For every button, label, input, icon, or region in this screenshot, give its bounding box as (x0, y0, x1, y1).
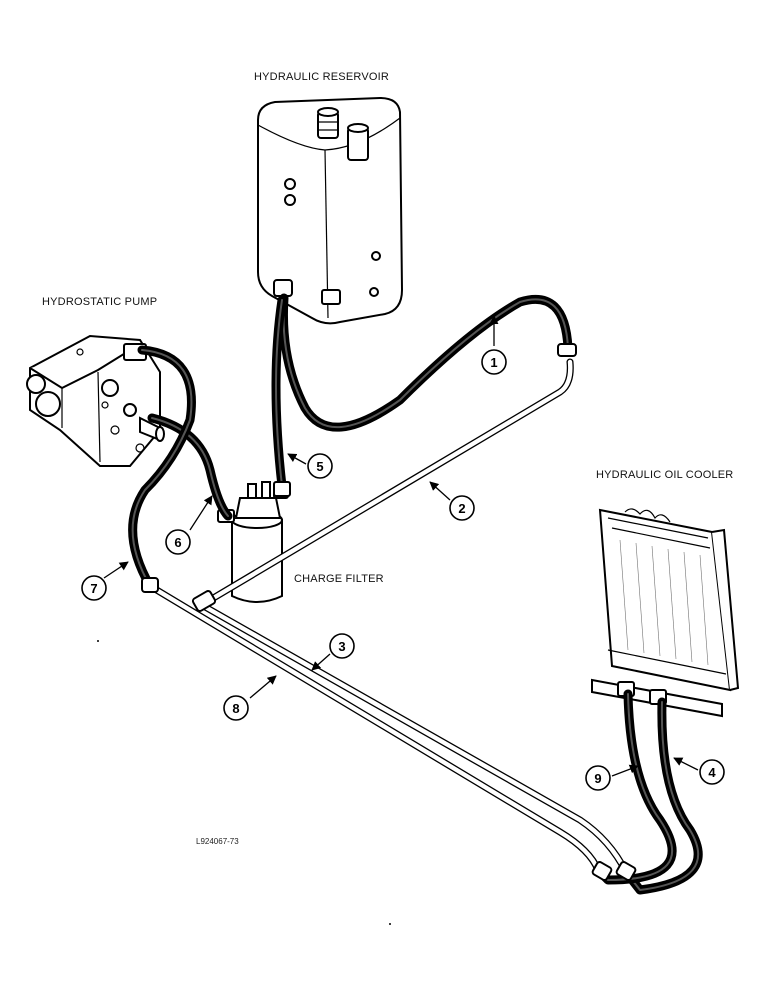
speck (389, 923, 391, 925)
svg-text:8: 8 (232, 701, 239, 716)
hose-7 (128, 345, 196, 591)
svg-text:5: 5 (316, 459, 323, 474)
label-charge-filter: CHARGE FILTER (294, 573, 384, 585)
svg-text:1: 1 (490, 355, 497, 370)
callout-6: 6 (165, 495, 213, 555)
svg-text:2: 2 (458, 501, 465, 516)
hose-9 (593, 689, 677, 885)
hose-1 (279, 293, 573, 432)
speck (97, 640, 99, 642)
fittings (141, 343, 637, 881)
svg-text:9: 9 (594, 771, 601, 786)
charge-filter (217, 481, 289, 603)
label-hydrostatic-pump: HYDROSTATIC PUMP (42, 296, 157, 308)
hydraulic-oil-cooler (591, 508, 740, 718)
tube-8 (146, 582, 602, 874)
reference-code: L924067-73 (196, 837, 239, 846)
label-hydraulic-reservoir: HYDRAULIC RESERVOIR (254, 71, 389, 83)
callout-2: 2 (429, 481, 475, 521)
hose-5 (271, 295, 287, 491)
callout-5: 5 (287, 453, 333, 479)
callout-3: 3 (311, 633, 355, 671)
label-hydraulic-oil-cooler: HYDRAULIC OIL COOLER (596, 469, 733, 481)
hose-6 (147, 413, 233, 521)
callout-9: 9 (585, 764, 639, 791)
callout-7: 7 (81, 561, 129, 601)
callout-1: 1 (481, 315, 507, 375)
svg-text:6: 6 (174, 535, 181, 550)
hydraulic-reservoir (257, 96, 404, 325)
svg-text:4: 4 (708, 765, 716, 780)
hydrostatic-pump (26, 334, 165, 467)
tube-2 (206, 358, 574, 604)
svg-text:7: 7 (90, 581, 97, 596)
callout-8: 8 (223, 675, 277, 721)
svg-text:3: 3 (338, 639, 345, 654)
hose-4 (621, 697, 703, 895)
callout-4: 4 (673, 757, 725, 785)
